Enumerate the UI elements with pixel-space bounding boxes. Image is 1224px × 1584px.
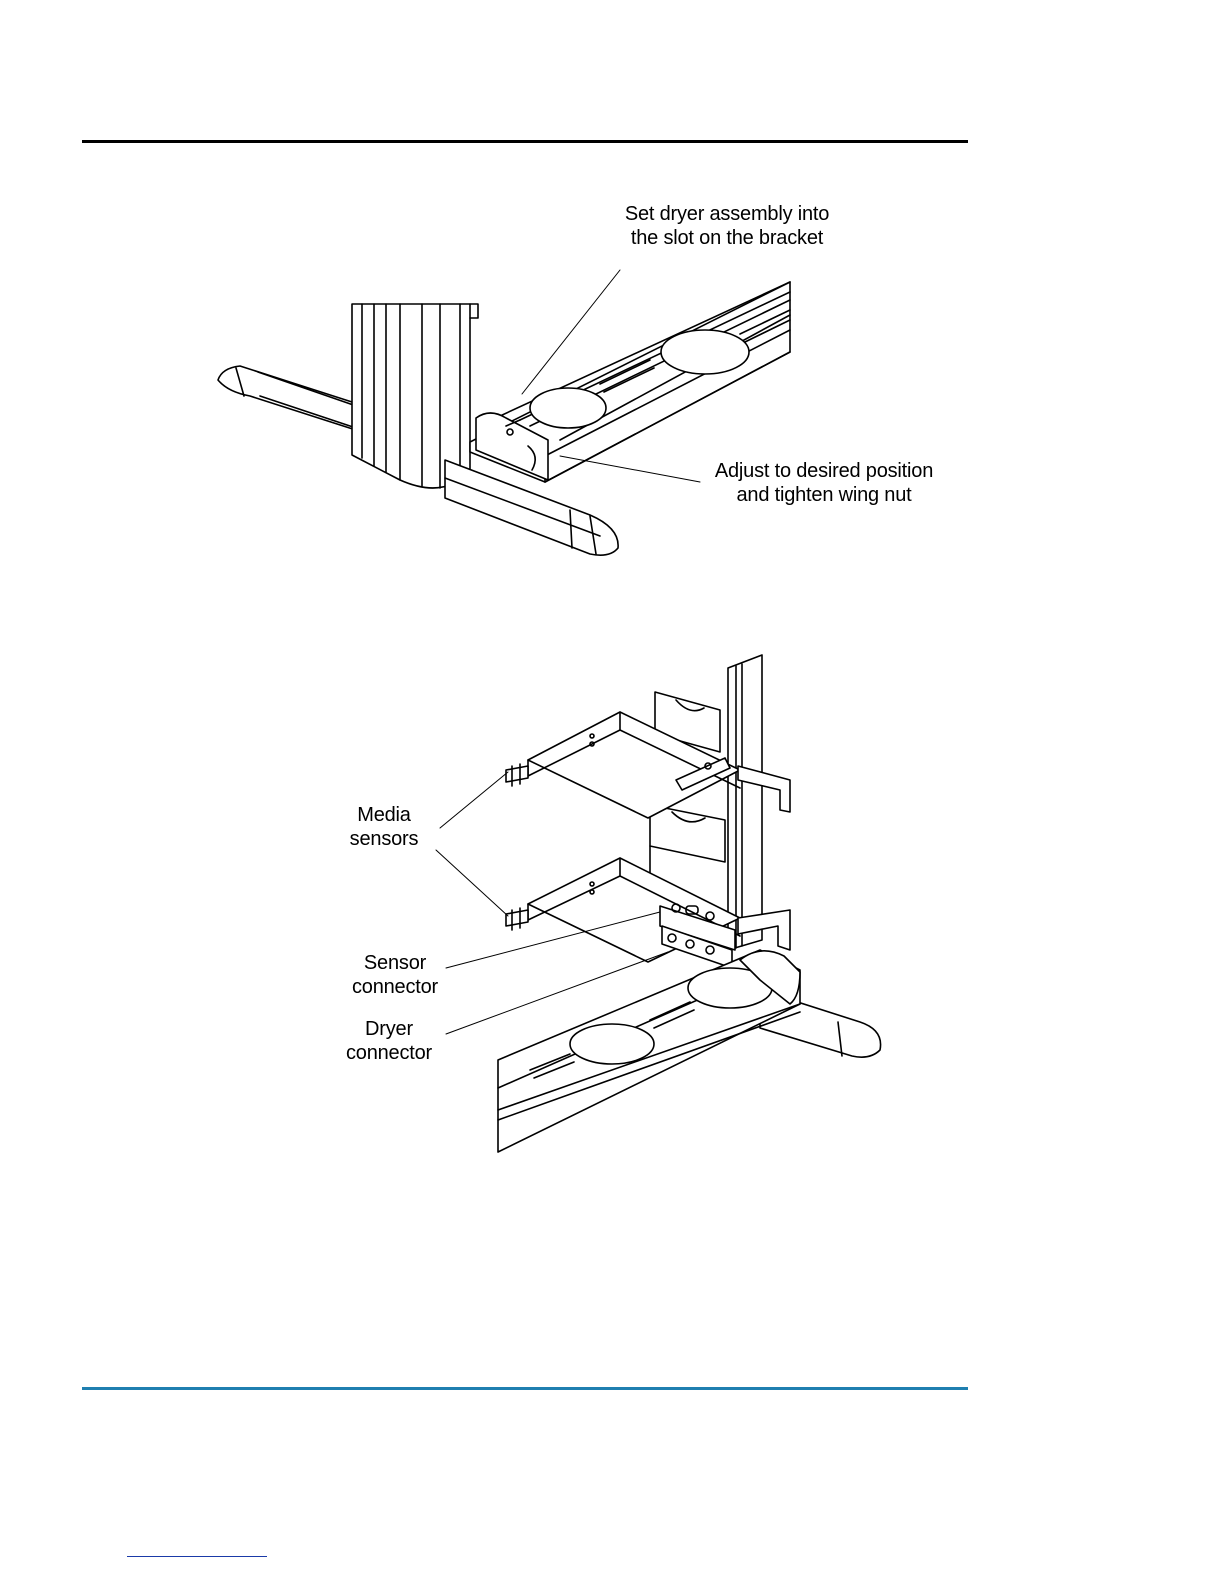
sensor-connector-illustration bbox=[0, 0, 1224, 1200]
footer-link-underline[interactable] bbox=[127, 1556, 267, 1557]
footer-rule bbox=[82, 1387, 968, 1390]
callout-dryer-connector: Dryer connector bbox=[330, 1017, 448, 1065]
callout-media-sensors: Media sensors bbox=[334, 803, 434, 851]
callout-sensor-connector: Sensor connector bbox=[336, 951, 454, 999]
